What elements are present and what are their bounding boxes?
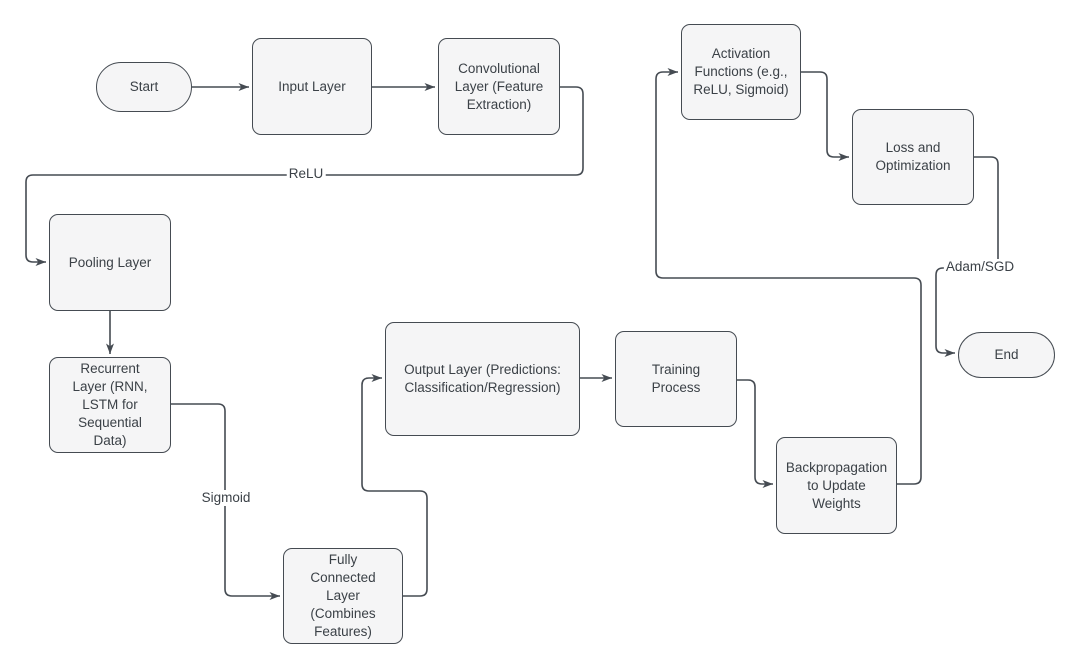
node-pooling-layer: Pooling Layer <box>49 214 171 311</box>
node-start: Start <box>96 62 192 112</box>
node-end: End <box>958 332 1055 378</box>
node-input-layer: Input Layer <box>252 38 372 135</box>
edge-label-sigmoid: Sigmoid <box>199 490 253 506</box>
node-output-layer: Output Layer (Predictions: Classificatio… <box>385 322 580 436</box>
node-training-process: Training Process <box>615 331 737 427</box>
node-recurrent-layer-label: Recurrent Layer (RNN, LSTM for Sequentia… <box>72 361 148 448</box>
node-convolutional-layer: Convolutional Layer (Feature Extraction) <box>438 38 560 135</box>
node-input-layer-label: Input Layer <box>278 78 346 94</box>
edge-training-to-backprop <box>737 379 773 488</box>
node-backpropagation-label: Backpropagation to Update Weights <box>785 459 888 511</box>
node-start-label: Start <box>129 79 159 94</box>
node-fully-connected-layer: Fully Connected Layer (Combines Features… <box>283 548 403 644</box>
node-convolutional-layer-label: Convolutional Layer (Feature Extraction) <box>454 60 544 112</box>
edge-backprop-to-activation <box>655 68 922 485</box>
node-loss-optimization-label: Loss and Optimization <box>875 140 951 173</box>
edge-fc-to-output <box>361 374 428 597</box>
node-pooling-layer-label: Pooling Layer <box>68 254 152 270</box>
node-loss-optimization: Loss and Optimization <box>852 109 974 205</box>
node-training-process-label: Training Process <box>651 362 701 395</box>
edge-activation-to-loss <box>801 71 849 161</box>
edge-label-adam-sgd: Adam/SGD <box>943 259 1017 275</box>
node-backpropagation: Backpropagation to Update Weights <box>776 437 897 534</box>
node-output-layer-label: Output Layer (Predictions: Classificatio… <box>404 362 561 395</box>
edge-label-relu: ReLU <box>286 166 326 182</box>
node-recurrent-layer: Recurrent Layer (RNN, LSTM for Sequentia… <box>49 357 171 453</box>
node-end-label: End <box>994 347 1019 362</box>
node-fully-connected-layer-label: Fully Connected Layer (Combines Features… <box>310 552 376 639</box>
node-activation-functions: Activation Functions (e.g., ReLU, Sigmoi… <box>681 24 801 120</box>
node-activation-functions-label: Activation Functions (e.g., ReLU, Sigmoi… <box>693 46 789 97</box>
